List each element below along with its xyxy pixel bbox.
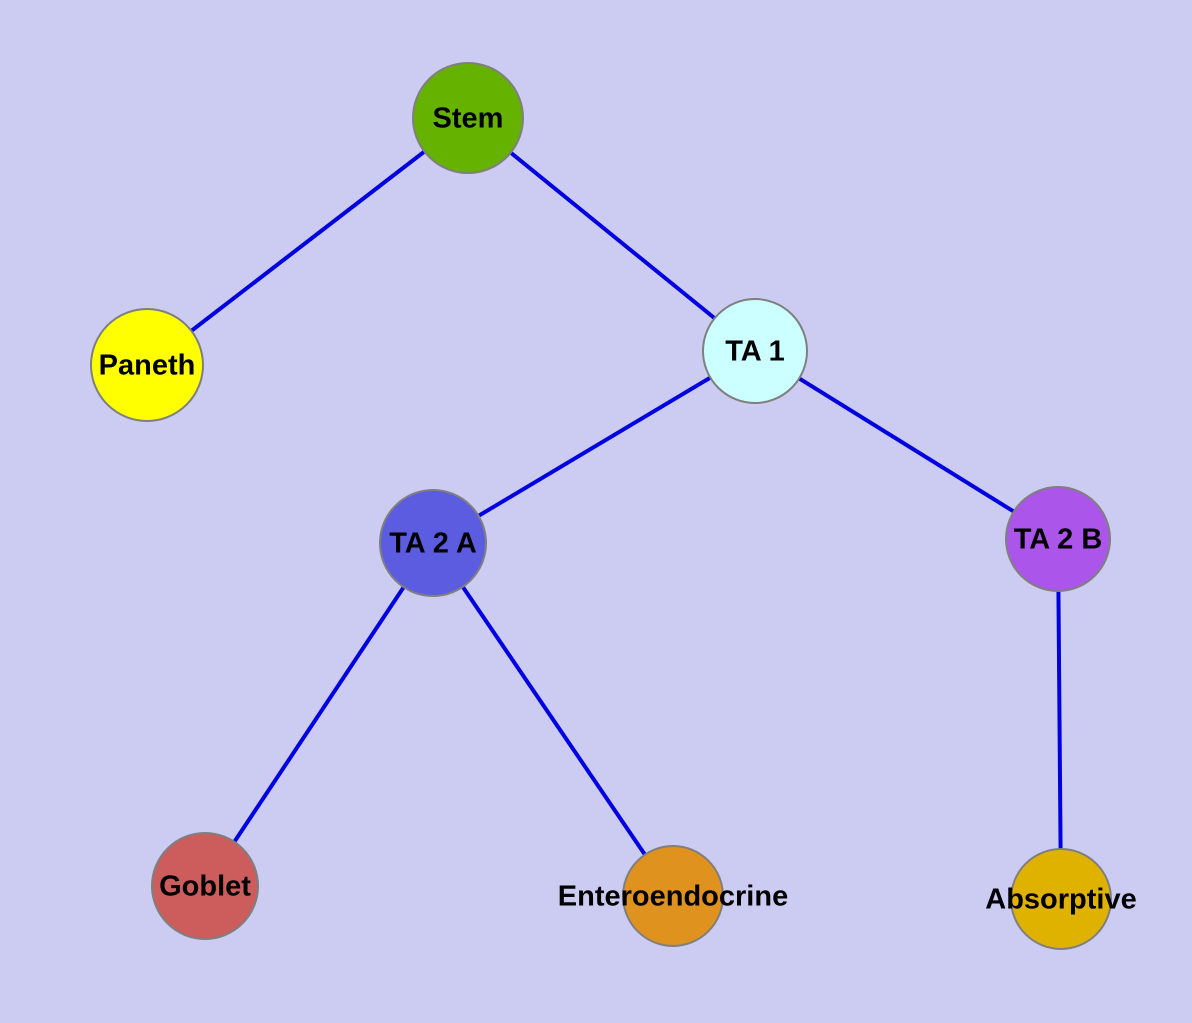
node-ta2b	[1005, 486, 1111, 592]
edge-stem-paneth	[145, 116, 470, 367]
node-goblet	[151, 832, 259, 940]
nodes-layer	[90, 62, 1112, 950]
edges-layer	[145, 116, 1063, 901]
node-stem	[412, 62, 524, 174]
node-label-ta2b: TA 2 B	[1014, 524, 1103, 556]
node-absorptive	[1010, 848, 1112, 950]
node-label-goblet: Goblet	[159, 871, 251, 903]
edge-ta1-ta2b	[753, 349, 1060, 541]
node-label-ta1: TA 1	[725, 336, 785, 368]
edge-ta2a-enteroendocrine	[431, 541, 675, 898]
node-label-ta2a: TA 2 A	[389, 528, 477, 560]
edge-ta2a-goblet	[203, 541, 435, 888]
node-enteroendocrine	[622, 845, 724, 947]
node-label-absorptive: Absorptive	[985, 884, 1136, 916]
edge-ta2b-absorptive	[1056, 537, 1063, 901]
node-label-enteroendocrine: Enteroendocrine	[558, 881, 788, 913]
node-label-paneth: Paneth	[99, 350, 196, 382]
node-paneth	[90, 308, 204, 422]
node-ta2a	[379, 489, 487, 597]
edge-stem-ta1	[466, 116, 757, 353]
node-ta1	[702, 298, 808, 404]
node-label-stem: Stem	[433, 103, 504, 135]
edge-ta1-ta2a	[431, 349, 757, 545]
